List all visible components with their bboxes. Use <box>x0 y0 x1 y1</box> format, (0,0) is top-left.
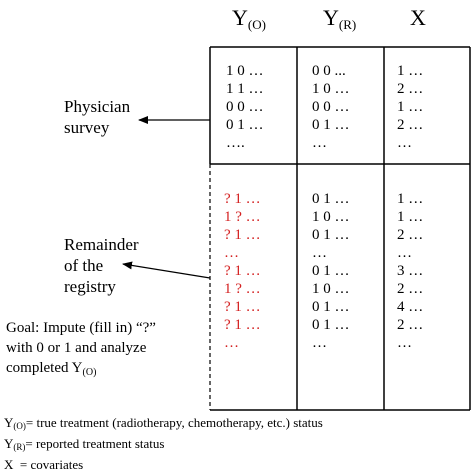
note-x: X = covariates <box>4 457 84 472</box>
cell: 0 1 … <box>312 227 350 243</box>
cell: 0 1 … <box>312 191 350 207</box>
survey-x-column: 1 … 2 … 1 … 2 … … <box>397 62 423 152</box>
cell: … <box>397 335 412 351</box>
cell: 1 … <box>397 209 424 225</box>
label-line: registry <box>64 277 116 296</box>
goal-line: with 0 or 1 and analyze <box>6 340 147 356</box>
cell: 0 1 … <box>312 263 350 279</box>
registry-y-reported-column: 0 1 … 1 0 … 0 1 … … 0 1 … 1 0 … 0 1 … 0 … <box>312 190 350 352</box>
cell: ? 1 … <box>224 317 261 333</box>
cell: 1 0 … <box>312 209 350 225</box>
cell: 1 ? … <box>224 281 261 297</box>
cell: 2 … <box>397 281 424 297</box>
cell: 0 1 … <box>312 317 350 333</box>
cell: … <box>312 335 327 351</box>
cell: … <box>312 135 327 151</box>
cell: 1 0 … <box>312 281 350 297</box>
goal-line: Goal: Impute (fill in) “?” <box>6 320 156 336</box>
header-x: X <box>410 5 426 30</box>
cell: 1 … <box>397 63 424 79</box>
cell: 2 … <box>397 117 424 133</box>
cell: ? 1 … <box>224 299 261 315</box>
registry-y-observed-column: ? 1 … 1 ? … ? 1 … … ? 1 … 1 ? … ? 1 … ? … <box>224 190 261 352</box>
label-line: survey <box>64 118 110 137</box>
cell: … <box>397 245 412 261</box>
cell: 0 1 … <box>312 299 350 315</box>
label-line: of the <box>64 256 104 275</box>
cell: 2 … <box>397 81 424 97</box>
cell: ? 1 … <box>224 263 261 279</box>
survey-y-observed-column: 1 0 … 1 1 … 0 0 … 0 1 … …. <box>226 62 264 152</box>
cell: 0 1 … <box>226 117 264 133</box>
cell: 1 0 … <box>312 81 350 97</box>
header-y-observed: Y(O) <box>232 5 266 33</box>
registry-x-column: 1 … 1 … 2 … … 3 … 2 … 4 … 2 … … <box>397 190 423 352</box>
cell: 0 0 … <box>312 99 350 115</box>
cell: 0 0 ... <box>312 63 346 79</box>
label-line: Remainder <box>64 235 139 254</box>
cell: …. <box>226 135 245 151</box>
physician-survey-label: Physician survey <box>64 96 130 138</box>
goal-line: completed Y(O) <box>6 360 97 378</box>
note-y-reported: Y(R)= reported treatment status <box>4 436 165 452</box>
cell: 2 … <box>397 317 424 333</box>
remainder-registry-label: Remainder of the registry <box>64 234 139 297</box>
cell: 1 1 … <box>226 81 264 97</box>
cell: 1 … <box>397 99 424 115</box>
cell: … <box>224 335 239 351</box>
legend-notes: Y(O)= true treatment (radiotherapy, chem… <box>4 414 323 473</box>
cell: ? 1 … <box>224 227 261 243</box>
survey-y-reported-column: 0 0 ... 1 0 … 0 0 … 0 1 … … <box>312 62 350 152</box>
label-line: Physician <box>64 97 131 116</box>
header-y-reported: Y(R) <box>323 5 357 33</box>
cell: 1 ? … <box>224 209 261 225</box>
cell: ? 1 … <box>224 191 261 207</box>
cell: … <box>312 245 327 261</box>
cell: 1 0 … <box>226 63 264 79</box>
goal-text: Goal: Impute (fill in) “?” with 0 or 1 a… <box>6 318 156 383</box>
cell: 1 … <box>397 191 424 207</box>
cell: 0 0 … <box>226 99 264 115</box>
cell: 2 … <box>397 227 424 243</box>
cell: 3 … <box>397 263 424 279</box>
cell: … <box>224 245 239 261</box>
cell: 4 … <box>397 299 424 315</box>
note-y-observed: Y(O)= true treatment (radiotherapy, chem… <box>4 415 323 431</box>
cell: … <box>397 135 412 151</box>
registry-arrow <box>122 261 211 279</box>
cell: 0 1 … <box>312 117 350 133</box>
